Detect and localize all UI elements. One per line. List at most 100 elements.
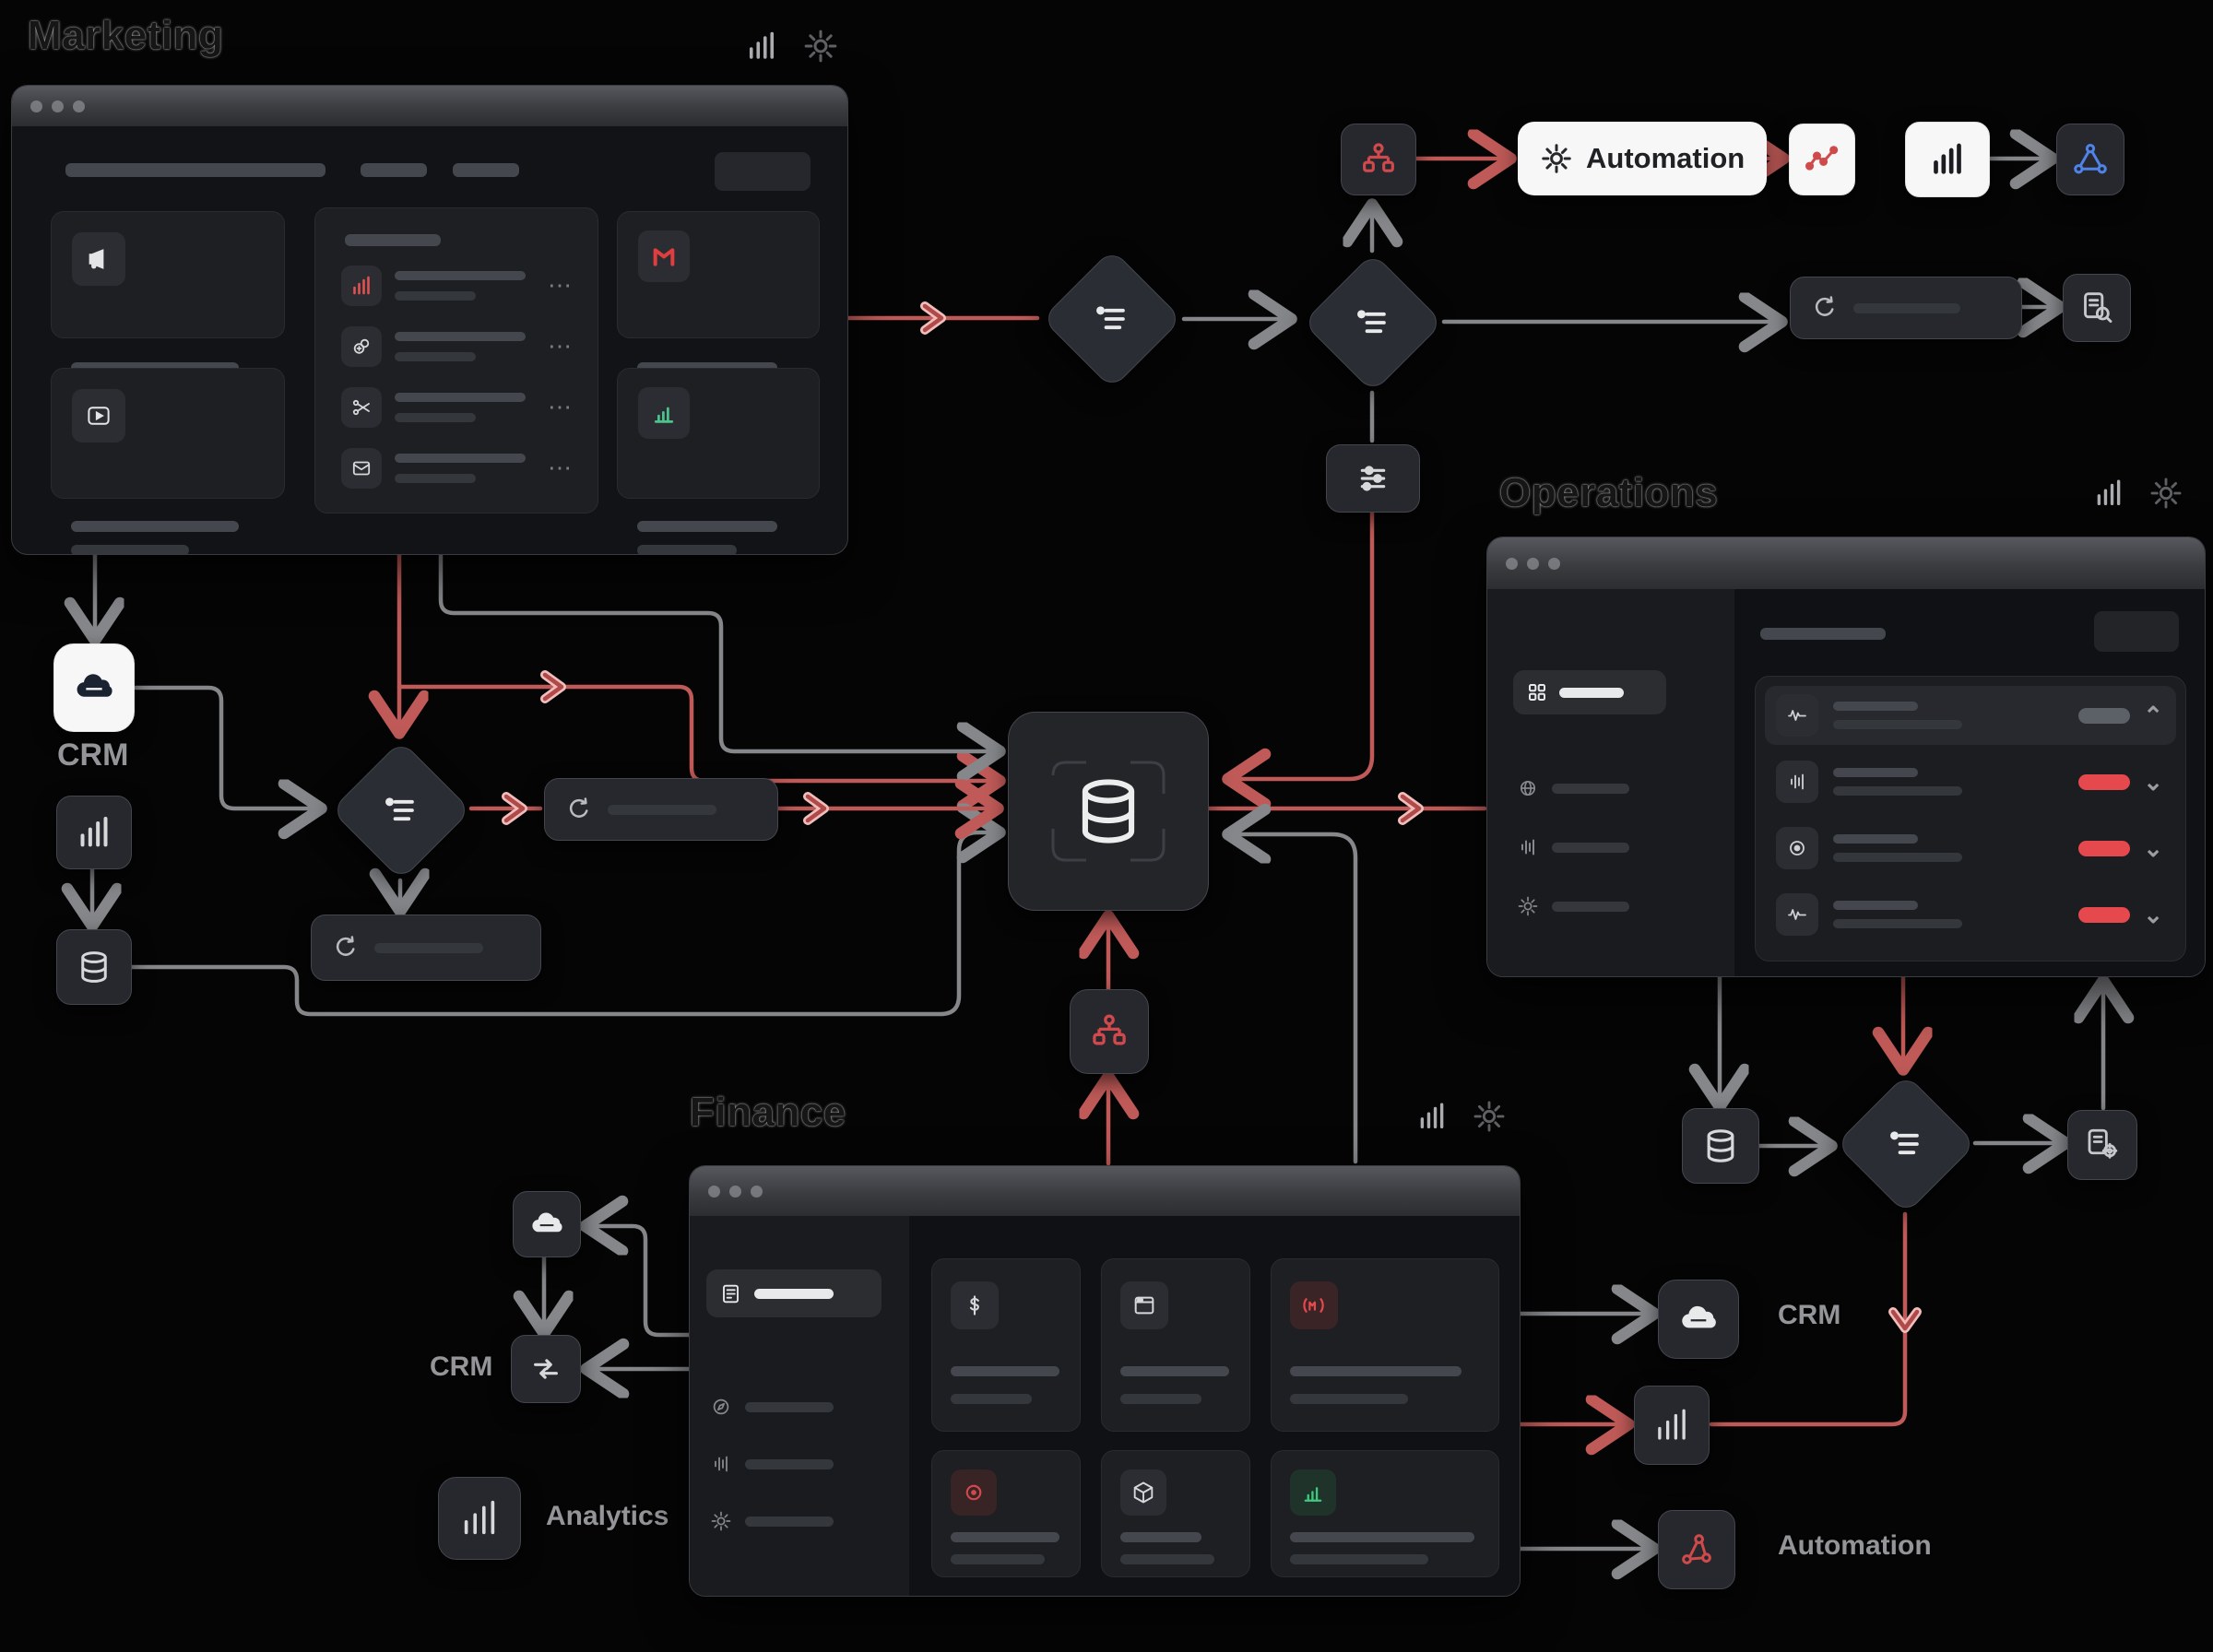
sidebar-item[interactable] [710,1448,872,1480]
analytics-node-right[interactable] [1634,1386,1710,1465]
finance-card[interactable] [1271,1450,1499,1577]
settings-gear-icon[interactable] [802,28,839,65]
operations-sidebar [1487,589,1735,976]
finance-card[interactable] [1271,1258,1499,1432]
sliders-node[interactable] [1326,444,1420,513]
settings-gear-icon[interactable] [1472,1099,1507,1134]
task-row[interactable]: ⌄ [1765,752,2176,811]
database-icon [81,951,107,983]
finance-card[interactable] [1101,1450,1250,1577]
signal-bars-node[interactable] [56,796,132,869]
list-filter-icon [1890,1131,1919,1155]
database-hub[interactable] [1008,712,1209,911]
gmail-card[interactable] [617,211,820,338]
sidebar-item-active[interactable] [1513,670,1666,714]
sidebar-item-active[interactable] [706,1269,882,1317]
cube-icon [1133,1481,1154,1504]
grid-icon [1529,684,1545,701]
task-row[interactable]: ⌃ [1765,686,2176,745]
chevron-down-icon[interactable]: ⌄ [2143,834,2163,862]
finance-card[interactable] [931,1258,1081,1432]
sidebar-item[interactable] [710,1505,872,1537]
analytics-node-left[interactable] [438,1477,521,1560]
chevron-down-icon[interactable]: ⌄ [2143,901,2163,928]
swap-arrows-icon [534,1359,558,1379]
task-row[interactable]: ⌄ [1765,819,2176,878]
target-icon [1790,841,1805,856]
automation-pill[interactable]: Automation [1518,122,1768,195]
video-card[interactable] [51,368,285,499]
salesforce-crm-node[interactable] [53,643,135,732]
database-icon [1707,1129,1734,1162]
dollar-icon [969,1295,979,1316]
red-chart-node[interactable] [1789,124,1855,195]
database-node-right[interactable] [1682,1108,1759,1184]
finance-card[interactable] [931,1450,1081,1577]
window-controls[interactable] [1506,557,1560,570]
crm-bottom-left-label: CRM [430,1351,493,1382]
red-chart-icon [353,276,370,295]
settings-gear-icon[interactable] [2148,476,2183,511]
network-triangle-node[interactable] [2056,124,2124,195]
scissors-icon [352,399,370,416]
finance-window [689,1165,1521,1597]
doc-search-node[interactable] [2063,274,2131,342]
sidebar-item[interactable] [1517,772,1692,805]
gear-icon [1518,896,1538,916]
window-controls[interactable] [708,1185,763,1198]
bars-node[interactable] [1905,122,1990,197]
window-controls[interactable] [30,100,85,112]
item-menu-button[interactable]: ⋯ [548,271,574,299]
chevron-down-icon[interactable]: ⌄ [2143,768,2163,796]
automation-right-label: Automation [1778,1530,1932,1561]
cloud-node-left[interactable] [513,1191,581,1257]
donut-chart-icon [965,1484,982,1501]
item-menu-button[interactable]: ⋯ [548,393,574,420]
item-menu-button[interactable]: ⋯ [548,454,574,481]
database-node-left[interactable] [56,929,132,1005]
header-button[interactable] [2094,611,2179,652]
operations-window: ⌃ ⌄ [1486,537,2206,977]
operations-main: ⌃ ⌄ [1734,589,2205,976]
gmail-m-icon [653,248,675,266]
doc-gear-node[interactable] [2067,1110,2137,1180]
task-row[interactable]: ⌄ [1765,885,2176,944]
finance-card[interactable] [1101,1258,1250,1432]
finance-section-title: Finance [690,1090,846,1135]
sync-pill-lower[interactable] [311,914,541,981]
finance-main [909,1216,1520,1596]
sitemap-node[interactable] [1341,124,1416,195]
status-pill [2078,707,2131,724]
item-menu-button[interactable]: ⋯ [548,332,574,360]
chevron-up-icon[interactable]: ⌃ [2143,702,2163,729]
glow-arrows [502,301,1922,1333]
sitemap-node-red[interactable] [1070,989,1149,1074]
operations-section-title: Operations [1499,470,1719,515]
sidebar-item[interactable] [1517,890,1692,923]
sidebar-item[interactable] [1517,831,1692,864]
campaign-card[interactable] [51,211,285,338]
sync-pill-top[interactable] [1790,277,2022,339]
analytics-bar-icon[interactable] [745,30,778,63]
equalizer-icon [715,1456,728,1472]
crm-node-right[interactable] [1658,1280,1739,1359]
globe-icon [1520,780,1536,796]
finance-titlebar [690,1166,1520,1216]
swap-node[interactable] [511,1335,581,1403]
megaphone-icon [89,249,104,269]
analytics-bar-icon[interactable] [2093,478,2124,509]
mail-icon [352,461,371,476]
refresh-icon [336,936,355,956]
status-pill-alert [2078,840,2131,856]
toolbar-button[interactable] [715,152,811,191]
operations-titlebar [1487,537,2205,589]
sync-pill-mid[interactable] [544,778,778,841]
channels-list-card[interactable]: ⋯ ⋯ ⋯ ⋯ [314,207,598,513]
marketing-titlebar [12,86,847,126]
sidebar-item[interactable] [710,1391,872,1422]
status-pill-alert [2078,773,2131,790]
bar-chart-icon [80,817,108,847]
analytics-bar-icon[interactable] [1416,1101,1448,1132]
green-analytics-card[interactable] [617,368,820,499]
automation-node-right[interactable] [1658,1510,1735,1589]
